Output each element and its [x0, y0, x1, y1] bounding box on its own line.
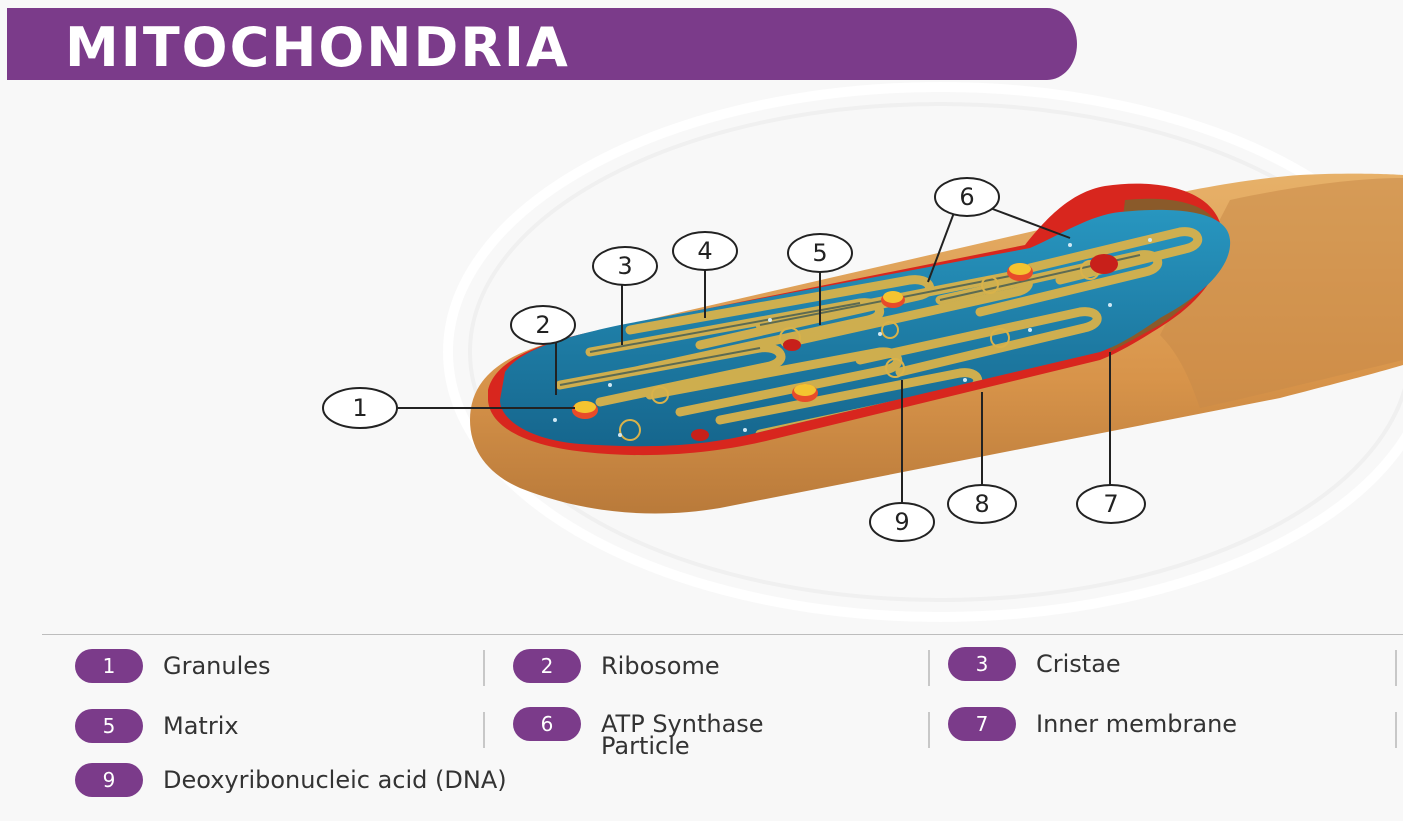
legend-separator	[1395, 650, 1397, 686]
callout-5: 5	[812, 239, 827, 267]
legend-separator	[483, 650, 485, 686]
callout-4: 4	[697, 237, 712, 265]
legend-item-inner-membrane: 7 Inner membrane	[948, 707, 1237, 741]
legend-label: ATP Synthase Particle	[601, 707, 764, 757]
callout-6: 6	[959, 183, 974, 211]
legend-badge: 1	[75, 649, 143, 683]
legend-badge: 7	[948, 707, 1016, 741]
legend-label: Cristae	[1036, 647, 1121, 675]
legend-item-granules: 1 Granules	[75, 649, 271, 683]
legend-item-matrix: 5 Matrix	[75, 709, 239, 743]
legend-separator	[483, 712, 485, 748]
legend-badge: 6	[513, 707, 581, 741]
callout-8: 8	[974, 490, 989, 518]
mitochondria-diagram: 1 2 3 4 5 6 7 8 9	[0, 0, 1403, 640]
callout-1: 1	[352, 394, 367, 422]
legend-item-dna: 9 Deoxyribonucleic acid (DNA)	[75, 763, 507, 797]
legend-item-ribosome: 2 Ribosome	[513, 649, 720, 683]
legend-item-atp-synthase: 6 ATP Synthase Particle	[513, 707, 764, 757]
legend-badge: 9	[75, 763, 143, 797]
callout-3: 3	[617, 252, 632, 280]
legend-separator	[928, 712, 930, 748]
legend-badge: 2	[513, 649, 581, 683]
legend-label: Granules	[163, 649, 271, 677]
legend-separator	[928, 650, 930, 686]
legend-label: Ribosome	[601, 649, 720, 677]
legend-label: Inner membrane	[1036, 707, 1237, 735]
callout-9: 9	[894, 508, 909, 536]
callout-2: 2	[535, 311, 550, 339]
legend-divider	[42, 634, 1403, 635]
legend-badge: 3	[948, 647, 1016, 681]
legend-label: Matrix	[163, 709, 239, 737]
legend-label: Deoxyribonucleic acid (DNA)	[163, 763, 507, 791]
legend-item-cristae: 3 Cristae	[948, 647, 1121, 681]
legend-separator	[1395, 712, 1397, 748]
legend-badge: 5	[75, 709, 143, 743]
callout-7: 7	[1103, 490, 1118, 518]
